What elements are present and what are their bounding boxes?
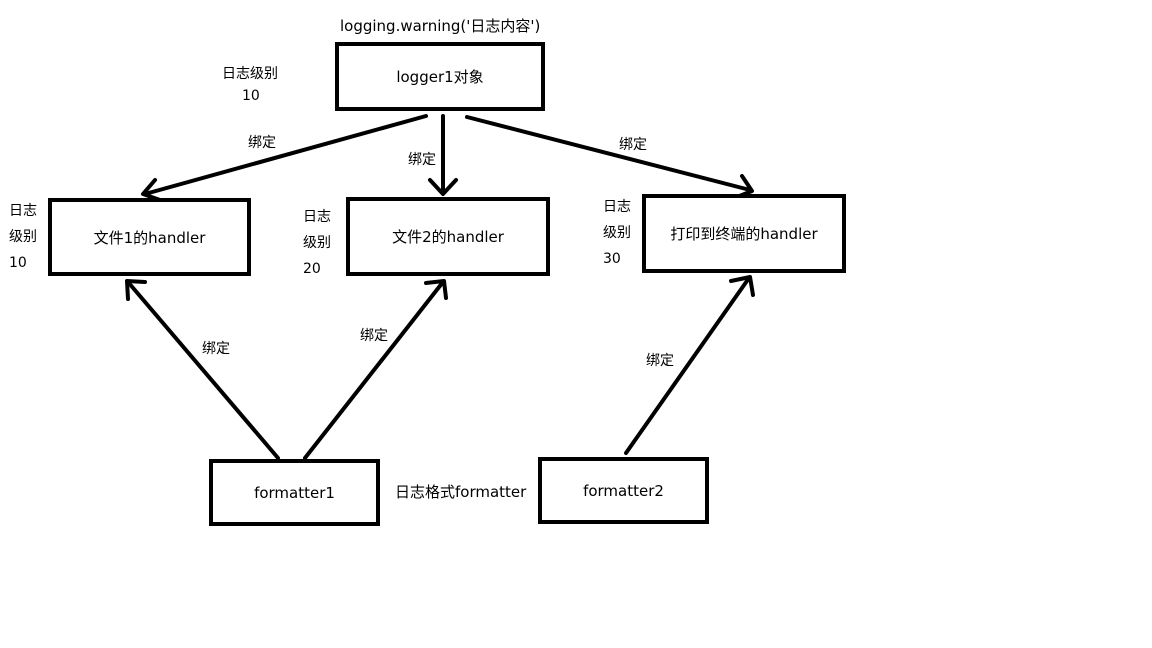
arrowhead-handler1-bottom xyxy=(125,279,147,301)
handler1-level-line1: 日志 xyxy=(9,203,37,219)
bind-label-formatter1-handler1: 绑定 xyxy=(202,341,230,357)
formatter2-label: formatter2 xyxy=(583,481,664,500)
arrowhead-handler3-bottom xyxy=(729,275,755,297)
handler2-level-value: 20 xyxy=(303,261,321,277)
handler3-box: 打印到终端的handler xyxy=(642,194,846,273)
handler1-level: 日志 级别 10 xyxy=(9,198,37,276)
handler2-level: 日志 级别 20 xyxy=(303,204,331,282)
handler1-label: 文件1的handler xyxy=(93,228,206,247)
arrowhead-handler2-top xyxy=(428,178,458,196)
formatter2-box: formatter2 xyxy=(538,457,709,524)
bind-label-logger-handler2: 绑定 xyxy=(408,152,436,168)
bind-label-logger-handler1: 绑定 xyxy=(248,135,276,151)
handler2-level-line2: 级别 xyxy=(303,235,331,251)
arrow-formatter1-to-handler2 xyxy=(303,280,445,460)
handler3-level-line2: 级别 xyxy=(603,225,631,241)
bind-label-formatter2-handler3: 绑定 xyxy=(646,353,674,369)
arrow-formatter1-to-handler1 xyxy=(126,280,280,460)
logger-label: logger1对象 xyxy=(396,68,484,86)
handler2-label: 文件2的handler xyxy=(392,228,504,246)
formatter1-label: formatter1 xyxy=(254,483,335,502)
bind-label-formatter1-handler2: 绑定 xyxy=(360,328,388,344)
handler3-label: 打印到终端的handler xyxy=(670,225,818,243)
formatter1-box: formatter1 xyxy=(209,459,380,526)
handler3-level-value: 30 xyxy=(603,251,621,267)
handler3-level-line1: 日志 xyxy=(603,199,631,215)
logger-box: logger1对象 xyxy=(335,42,545,111)
handler1-level-line2: 级别 xyxy=(9,229,37,245)
handler1-level-value: 10 xyxy=(9,255,27,271)
logger-level-label: 日志级别 xyxy=(222,66,278,82)
handler2-level-line1: 日志 xyxy=(303,209,331,225)
logging-call-text: logging.warning('日志内容') xyxy=(340,17,541,35)
arrow-formatter2-to-handler3 xyxy=(624,276,751,455)
arrowhead-handler2-bottom xyxy=(424,279,448,300)
arrow-logger-to-handler1 xyxy=(143,114,428,196)
arrow-logger-to-handler3 xyxy=(465,115,752,192)
formatter-caption: 日志格式formatter xyxy=(395,483,527,501)
handler3-level: 日志 级别 30 xyxy=(603,194,631,272)
bind-label-logger-handler3: 绑定 xyxy=(619,137,647,153)
handler2-box: 文件2的handler xyxy=(346,197,550,276)
logger-level-value: 10 xyxy=(242,88,260,104)
handler1-box: 文件1的handler xyxy=(48,198,251,276)
